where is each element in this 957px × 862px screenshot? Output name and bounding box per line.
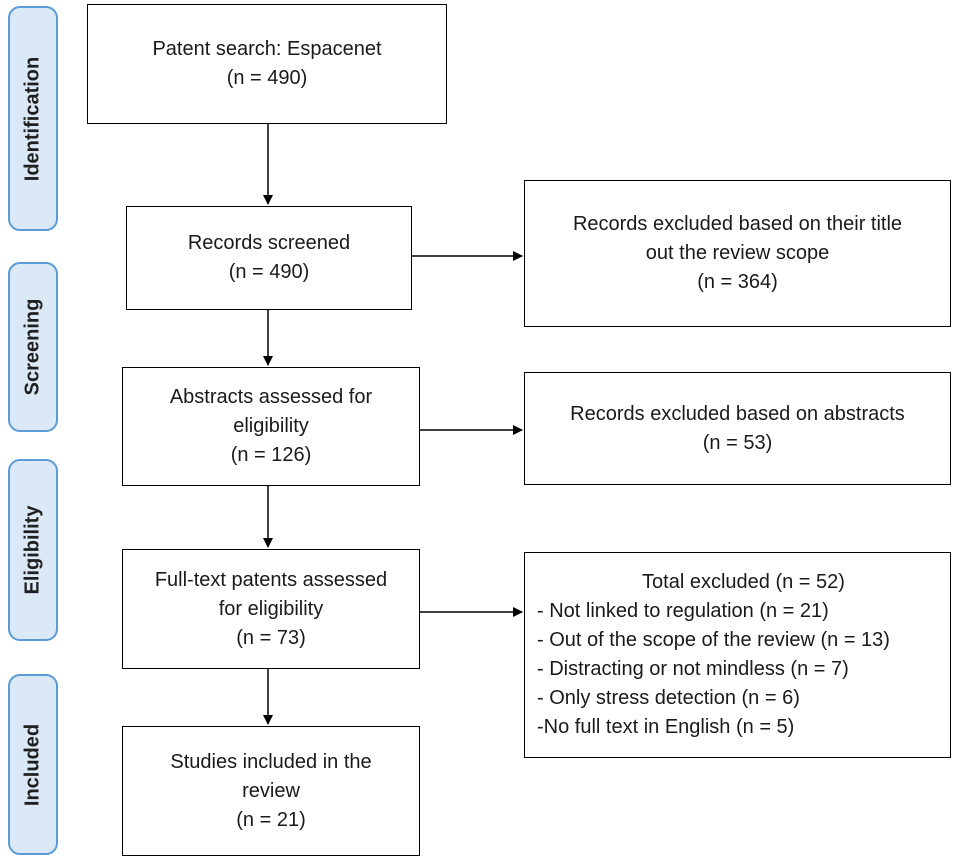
phase-eligibility: Eligibility <box>8 459 58 641</box>
records-screened-line-2: (n = 490) <box>228 261 310 283</box>
excluded-abstracts-line-1: Records excluded based on abstracts <box>570 402 905 425</box>
excluded-title-line-1: Records excluded based on their title <box>572 213 903 235</box>
phase-identification: Identification <box>8 6 58 231</box>
abstracts-assessed-line-3: (n = 126) <box>230 444 312 466</box>
total-excluded-reason: - Out of the scope of the review (n = 13… <box>537 629 890 651</box>
box-abstracts-assessed: Abstracts assessed for eligibility (n = … <box>122 367 420 486</box>
studies-included-line-1: Studies included in the <box>170 750 372 773</box>
box-studies-included: Studies included in the review (n = 21) <box>122 726 420 856</box>
box-fulltext-assessed: Full-text patents assessed for eligibili… <box>122 549 420 669</box>
phase-included: Included <box>8 674 58 855</box>
patent-search-line-2: (n = 490) <box>226 67 308 89</box>
box-excluded-title: Records excluded based on their title ou… <box>524 180 951 327</box>
total-excluded-reason: - Only stress detection (n = 6) <box>537 687 800 709</box>
fulltext-assessed-line-1: Full-text patents assessed <box>154 568 388 591</box>
box-records-screened: Records screened (n = 490) <box>126 206 412 310</box>
patent-search-line-1: Patent search: Espacenet <box>152 38 382 60</box>
fulltext-assessed-line-2: for eligibility <box>218 597 324 620</box>
box-patent-search: Patent search: Espacenet (n = 490) <box>87 4 447 124</box>
excluded-abstracts-line-2: (n = 53) <box>702 431 773 454</box>
abstracts-assessed-line-2: eligibility <box>233 415 309 437</box>
total-excluded-title: Total excluded (n = 52) <box>642 571 845 593</box>
studies-included-line-3: (n = 21) <box>236 808 306 831</box>
abstracts-assessed-line-1: Abstracts assessed for <box>169 386 373 408</box>
total-excluded-reason: - Distracting or not mindless (n = 7) <box>537 658 849 680</box>
phase-screening: Screening <box>8 262 58 432</box>
excluded-title-line-2: out the review scope <box>645 242 830 264</box>
records-screened-line-1: Records screened <box>187 232 351 254</box>
total-excluded-reason: -No full text in English (n = 5) <box>537 716 795 738</box>
box-excluded-abstracts: Records excluded based on abstracts (n =… <box>524 372 951 485</box>
fulltext-assessed-line-3: (n = 73) <box>236 626 306 649</box>
total-excluded-reason: - Not linked to regulation (n = 21) <box>537 600 829 622</box>
box-total-excluded: Total excluded (n = 52) - Not linked to … <box>524 552 951 758</box>
excluded-title-line-3: (n = 364) <box>697 271 778 293</box>
studies-included-line-2: review <box>242 779 300 802</box>
